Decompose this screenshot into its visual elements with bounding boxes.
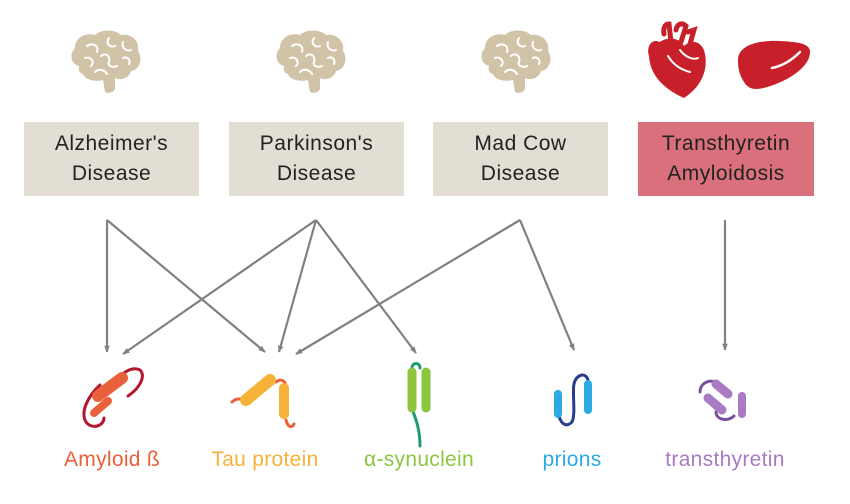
disease-box-mad-cow: Mad Cow Disease (433, 122, 608, 196)
disease-box-parkinsons: Parkinson's Disease (229, 122, 404, 196)
arrows (104, 219, 728, 355)
disease-label-mad-cow: Mad Cow Disease (474, 132, 567, 185)
protein-label-prions: prions (542, 448, 602, 471)
prion-structure-icon (554, 373, 592, 427)
heart-icon (648, 21, 706, 98)
arrow-parkinsons-alpha-synuclein (315, 219, 417, 354)
brain-icon (275, 29, 347, 94)
brain-icon (480, 29, 552, 94)
arrow-alzheimers-tau (106, 219, 266, 353)
disease-label-parkinsons: Parkinson's Disease (259, 132, 374, 185)
protein-label-tau-protein: Tau protein (211, 448, 319, 471)
transthyretin-structure-icon (698, 379, 746, 421)
protein-label-amyloid-beta: Amyloid ß (63, 448, 161, 471)
disease-box-transthyretin-amyloidosis: Transthyretin Amyloidosis (638, 122, 814, 196)
amyloid-beta-structure-icon (82, 367, 144, 428)
disease-label-transthyretin-amyloidosis: Transthyretin Amyloidosis (661, 132, 791, 185)
disease-label-alzheimers: Alzheimer's Disease (54, 132, 169, 185)
arrow-madcow-tau (295, 219, 521, 355)
disease-box-alzheimers: Alzheimer's Disease (24, 122, 199, 196)
arrow-madcow-prions (518, 219, 576, 351)
liver-icon (738, 40, 810, 89)
tau-protein-structure-icon (230, 374, 296, 429)
protein-label-transthyretin: transthyretin (665, 448, 785, 471)
protein-label-alpha-synuclein: α-synuclein (364, 448, 474, 471)
brain-icon (70, 29, 142, 94)
arrow-parkinsons-amyloid-beta (122, 219, 317, 355)
arrow-parkinsons-tau (277, 219, 318, 353)
alpha-synuclein-structure-icon (407, 362, 431, 448)
